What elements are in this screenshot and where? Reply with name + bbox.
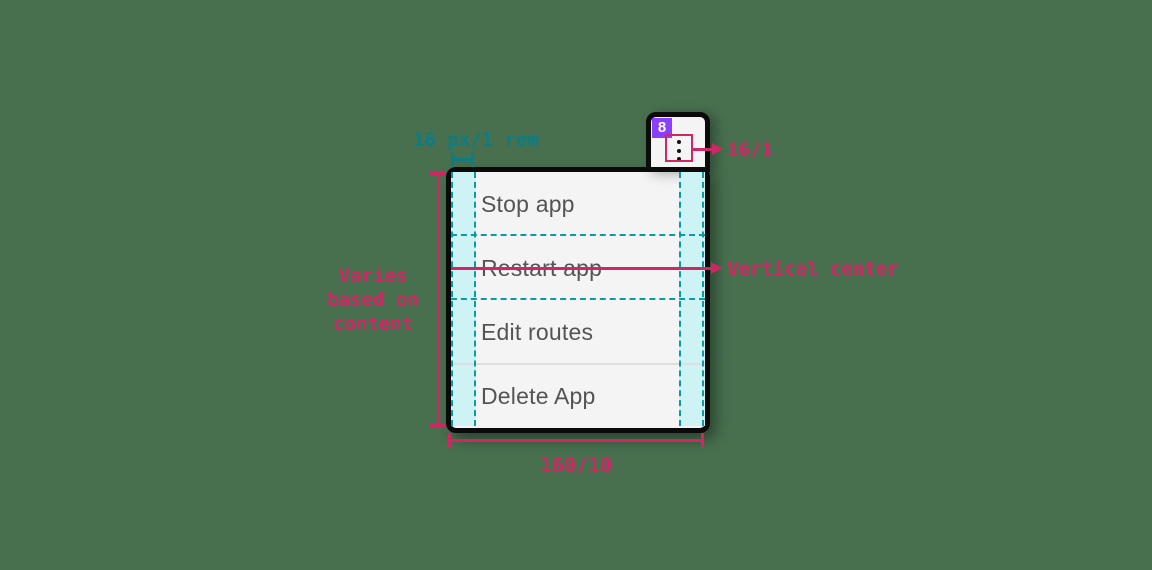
icon-size-arrow-line: [693, 148, 713, 151]
overflow-menu-panel: [446, 167, 710, 433]
menu-item-stop-app[interactable]: Stop app: [481, 172, 671, 236]
arrowhead-right-icon: [711, 262, 722, 274]
menu-item-label: Edit routes: [481, 318, 594, 345]
height-measure-cap: [429, 172, 445, 175]
height-label: Varies based on content: [327, 265, 419, 335]
overflow-menu-vertical-icon: [677, 140, 681, 161]
menu-item-divider: [451, 363, 705, 365]
menu-item-edit-routes[interactable]: Edit routes: [481, 300, 671, 364]
vertical-center-label: Vertical center: [727, 258, 899, 280]
height-measure-line: [437, 172, 440, 427]
width-measure-cap: [701, 433, 704, 448]
spacing-label: 16 px/1 rem: [413, 129, 539, 151]
width-label: 160/10: [539, 453, 613, 477]
width-measure-cap: [448, 433, 451, 448]
annotation-number-badge: 8: [652, 118, 672, 138]
spacing-bracket-icon: [451, 158, 474, 161]
icon-size-box: [665, 134, 693, 162]
menu-item-label: Stop app: [481, 190, 575, 217]
arrowhead-right-icon: [712, 143, 723, 155]
menu-item-label: Delete App: [481, 382, 596, 409]
vertical-center-line: [451, 267, 712, 270]
width-measure-line: [448, 439, 704, 442]
icon-size-label: 16/1: [727, 139, 773, 161]
height-measure-cap: [429, 424, 445, 427]
menu-item-delete-app[interactable]: Delete App: [481, 364, 671, 428]
row-boundary-dash-line: [451, 298, 705, 300]
row-boundary-dash-line: [451, 234, 705, 236]
